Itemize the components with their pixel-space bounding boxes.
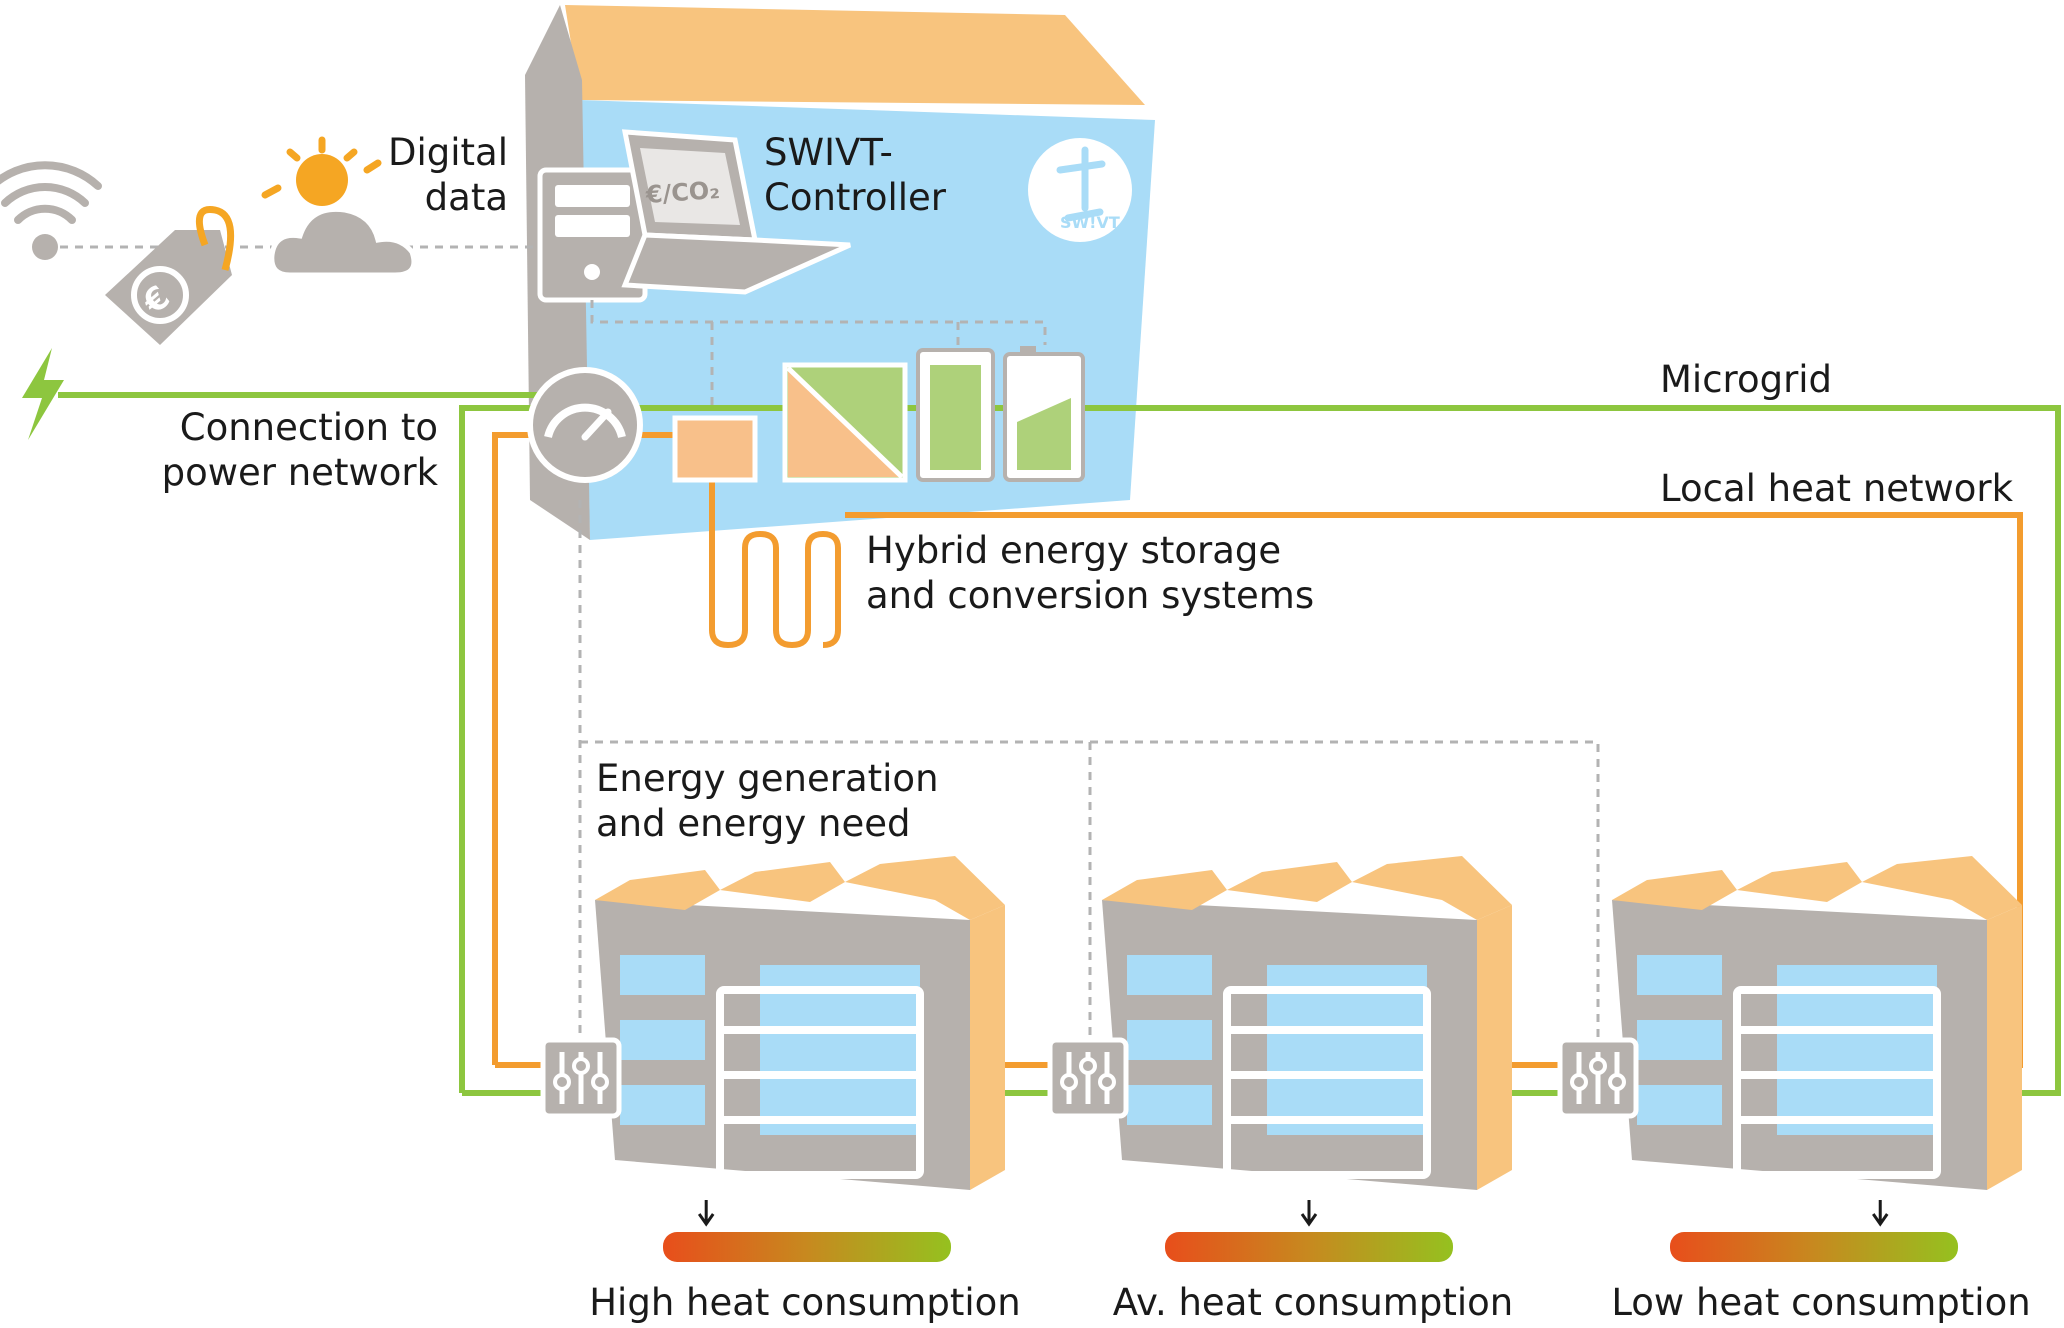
connection-label: Connection to power network bbox=[161, 406, 438, 494]
swivt-logo-icon: SW!VT bbox=[1028, 138, 1132, 242]
level-arrow-icon bbox=[1872, 1200, 1889, 1227]
consumer-caption-2: Av. heat consumption bbox=[1112, 1281, 1514, 1324]
factory-2 bbox=[1102, 856, 1512, 1190]
controller-label: SWIVT- Controller bbox=[764, 131, 947, 219]
laptop-icon: €/CO₂ bbox=[621, 129, 852, 295]
controller-roof bbox=[565, 5, 1145, 105]
mixer-icon bbox=[543, 1040, 619, 1116]
heat-bar-2 bbox=[1165, 1232, 1453, 1262]
wifi-icon bbox=[0, 161, 102, 260]
price-tag-icon: € bbox=[105, 205, 235, 345]
heat-bar-3 bbox=[1670, 1232, 1958, 1262]
generation-label: Energy generation and energy need bbox=[596, 757, 939, 845]
microgrid-line bbox=[58, 392, 2061, 1096]
heat-bar-1 bbox=[663, 1232, 951, 1262]
digital-data-label: Digital data bbox=[388, 131, 508, 219]
storage-units bbox=[672, 346, 1085, 483]
factory-3 bbox=[1612, 856, 2022, 1190]
heat-consumption-bars bbox=[663, 1200, 1958, 1262]
hybrid-storage-label: Hybrid energy storage and conversion sys… bbox=[866, 529, 1315, 617]
battery-icon bbox=[916, 348, 995, 482]
mixer-icon bbox=[1560, 1040, 1636, 1116]
level-arrow-icon bbox=[1300, 1200, 1318, 1227]
factory-1 bbox=[595, 856, 1005, 1190]
converter-icon bbox=[782, 362, 908, 483]
lightning-icon bbox=[22, 348, 64, 440]
local-heat-label: Local heat network bbox=[1660, 467, 2014, 510]
meter-icon bbox=[527, 367, 643, 483]
heat-store-icon bbox=[672, 415, 758, 483]
logo-text: SW!VT bbox=[1060, 213, 1120, 232]
mixer-icon bbox=[1050, 1040, 1126, 1116]
consumer-caption-3: Low heat consumption bbox=[1611, 1281, 2031, 1324]
consumer-caption-1: High heat consumption bbox=[589, 1281, 1021, 1324]
level-arrow-icon bbox=[697, 1200, 715, 1227]
server-tower-icon bbox=[537, 167, 648, 303]
laptop-screen-text: €/CO₂ bbox=[644, 176, 721, 209]
battery-icon bbox=[1003, 346, 1085, 482]
sun-cloud-icon bbox=[261, 136, 417, 278]
microgrid-label: Microgrid bbox=[1660, 358, 1833, 401]
